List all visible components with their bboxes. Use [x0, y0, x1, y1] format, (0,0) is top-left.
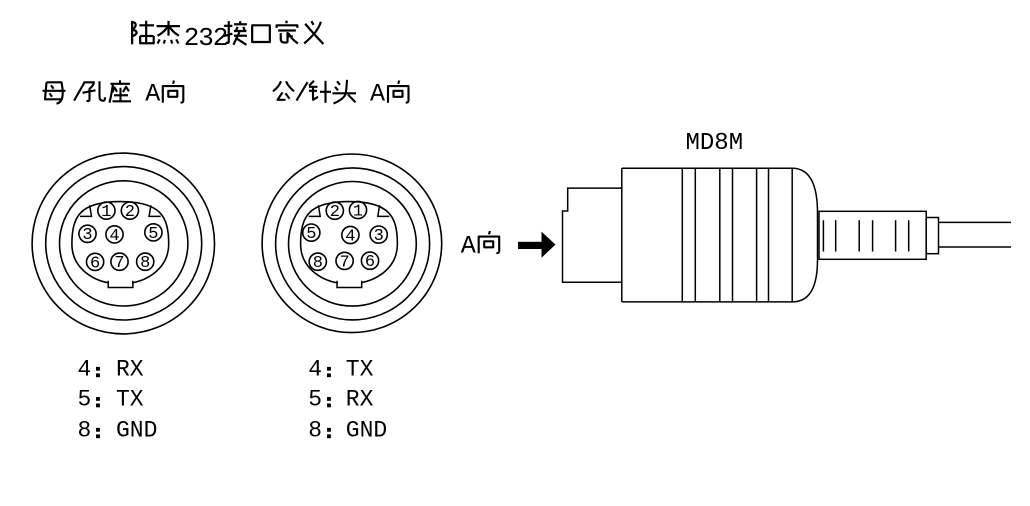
svg-text:3: 3	[374, 227, 384, 246]
svg-text:7: 7	[114, 254, 124, 273]
svg-text:5: 5	[78, 387, 92, 413]
svg-text:A: A	[145, 80, 160, 109]
svg-text:TX: TX	[346, 357, 374, 383]
svg-text:8: 8	[78, 418, 92, 444]
svg-text:6: 6	[90, 254, 100, 273]
svg-text:3: 3	[82, 226, 92, 245]
svg-text:8: 8	[308, 418, 322, 444]
svg-text:1: 1	[353, 202, 363, 221]
svg-text:MD8M: MD8M	[686, 130, 744, 157]
svg-text:4: 4	[109, 227, 119, 246]
svg-text:8: 8	[313, 254, 323, 273]
svg-text:RX: RX	[116, 357, 144, 383]
svg-text:A: A	[461, 231, 476, 260]
svg-text:A: A	[370, 80, 385, 109]
svg-text:GND: GND	[346, 418, 387, 444]
svg-text:232: 232	[184, 23, 228, 53]
svg-text:4: 4	[308, 357, 322, 383]
svg-text:GND: GND	[116, 418, 157, 444]
svg-text:6: 6	[365, 253, 375, 272]
svg-text:7: 7	[339, 253, 349, 272]
svg-text:RX: RX	[346, 387, 374, 413]
svg-text:2: 2	[125, 203, 135, 222]
svg-text:5: 5	[306, 225, 316, 244]
svg-text:TX: TX	[116, 387, 144, 413]
svg-text:8: 8	[140, 254, 150, 273]
svg-text:5: 5	[308, 387, 322, 413]
svg-text:5: 5	[148, 225, 158, 244]
svg-text:4: 4	[78, 357, 92, 383]
svg-text:1: 1	[101, 203, 111, 222]
svg-text:2: 2	[330, 203, 340, 222]
svg-text:4: 4	[345, 227, 355, 246]
